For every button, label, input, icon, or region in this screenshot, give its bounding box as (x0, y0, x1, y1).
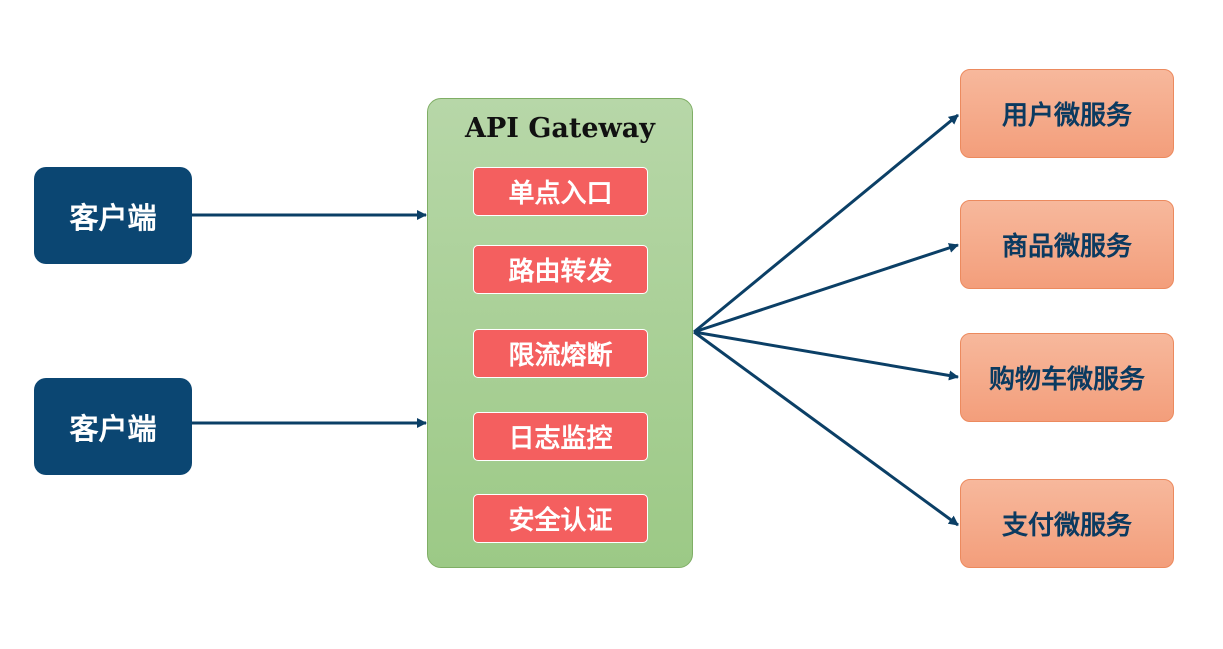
api-gateway-box: API Gateway 单点入口 路由转发 限流熔断 日志监控 安全认证 (427, 98, 693, 568)
feature-auth: 安全认证 (473, 494, 648, 543)
service-user: 用户微服务 (960, 69, 1174, 158)
service-cart: 购物车微服务 (960, 333, 1174, 422)
arrow-gateway-to-product-service (693, 243, 959, 334)
client-node-1: 客户端 (34, 167, 192, 264)
gateway-title: API Gateway (465, 113, 655, 144)
arrow-gateway-to-cart-service (693, 330, 959, 381)
service-payment: 支付微服务 (960, 479, 1174, 568)
feature-rate-limit: 限流熔断 (473, 329, 648, 378)
feature-routing: 路由转发 (473, 245, 648, 294)
feature-logging: 日志监控 (473, 412, 648, 461)
service-product: 商品微服务 (960, 200, 1174, 289)
arrow-gateway-to-payment-service (693, 330, 959, 527)
feature-single-entry: 单点入口 (473, 167, 648, 216)
arrow-gateway-to-user-service (693, 113, 959, 334)
client-node-2: 客户端 (34, 378, 192, 475)
